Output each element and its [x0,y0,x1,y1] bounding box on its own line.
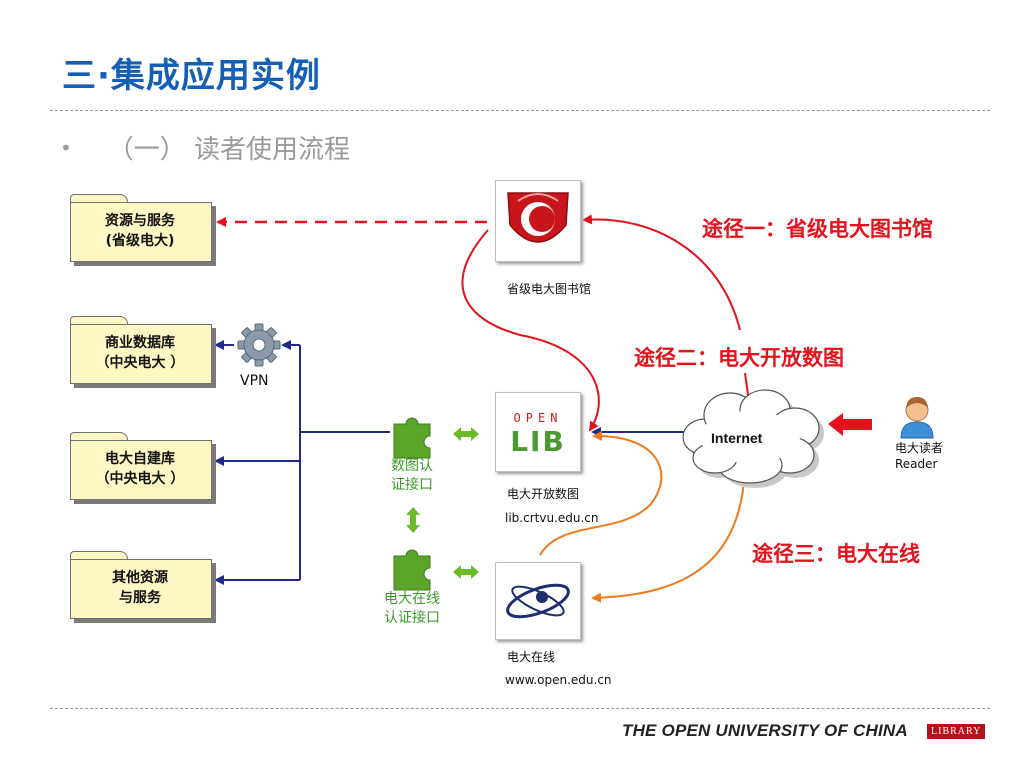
online-auth-line1: 电大在线 [384,591,440,607]
section-heading: （一） 读者使用流程 [107,135,351,165]
online-url[interactable]: www.open.edu.cn [505,673,612,687]
puzzle-icon-digital [393,417,431,459]
reader-label: 电大读者 Reader [895,440,943,472]
provincial-library-name: 省级电大图书馆 [507,282,592,296]
online-logo-icon [506,583,570,619]
page-title: 三·集成应用实例 [62,56,321,96]
digital-auth-line1: 数图认 [391,458,433,474]
route-two-curve [461,229,600,432]
bullet-dot: • [60,136,72,160]
reader-label-cn: 电大读者 [895,441,944,455]
person-icon [900,397,934,439]
folder-sublabel-2: （中央电大 ） [95,355,185,371]
top-divider [50,110,990,111]
double-arrow-icon-2 [453,565,479,579]
online-auth-interface-label: 电大在线 认证接口 [372,590,452,628]
folder-label-4: 其他资源 [112,570,168,586]
reader-label-en: Reader [895,457,938,471]
folder-label-2: 商业数据库 [105,335,175,351]
folder-self-built-db: 电大自建库 （中央电大 ） [70,432,212,500]
folder-other-resources: 其他资源与服务 [70,551,212,619]
gear-icon [237,323,281,367]
folder-sublabel-1: (省级电大) [105,233,175,249]
provincial-library-logo[interactable] [495,180,581,262]
route-two-label: 途径二：电大开放数图 [634,346,844,370]
route-one-curve [582,214,741,331]
folder-label-1: 资源与服务 [105,213,175,229]
folder-sublabel-4: 与服务 [119,590,161,606]
footer-institution: THE OPEN UNIVERSITY OF CHINA [622,721,908,740]
route-two-tick [744,372,749,396]
footer-library-tag: LIBRARY [927,724,986,739]
folder-sublabel-3: （中央电大 ） [95,471,185,487]
route-three-curve-b [591,469,746,603]
online-auth-line2: 认证接口 [384,610,440,626]
folder-commercial-db: 商业数据库 （中央电大 ） [70,316,212,384]
route-one-label: 途径一：省级电大图书馆 [702,217,933,241]
vpn-label: VPN [240,373,269,389]
double-arrow-icon-1 [453,427,479,441]
red-arrow-icon [828,413,872,436]
provincial-logo-icon [507,192,569,243]
openlib-url[interactable]: lib.crtvu.edu.cn [505,511,599,525]
openlib-name: 电大开放数图 [507,487,580,501]
puzzle-icon-online [393,549,431,591]
double-arrow-icon-vertical [406,507,420,533]
internet-label: Internet [711,430,763,446]
bottom-divider [50,708,990,709]
folder-provincial-resources: 资源与服务 (省级电大) [70,194,212,262]
openlib-logo-top: OPEN [513,411,563,425]
openlib-logo[interactable]: OPEN LIB [495,392,581,472]
digital-auth-line2: 证接口 [391,477,433,493]
folder-label-3: 电大自建库 [105,451,175,467]
online-name: 电大在线 [507,650,556,664]
cloud-icon [682,389,824,488]
digital-auth-interface-label: 数图认 证接口 [378,457,446,495]
route-three-label: 途径三：电大在线 [752,542,920,566]
section-bullet: • （一） 读者使用流程 [60,129,350,166]
online-logo[interactable] [495,562,581,640]
openlib-logo-bottom: LIB [510,425,566,458]
route-three-curve-a [539,430,663,556]
